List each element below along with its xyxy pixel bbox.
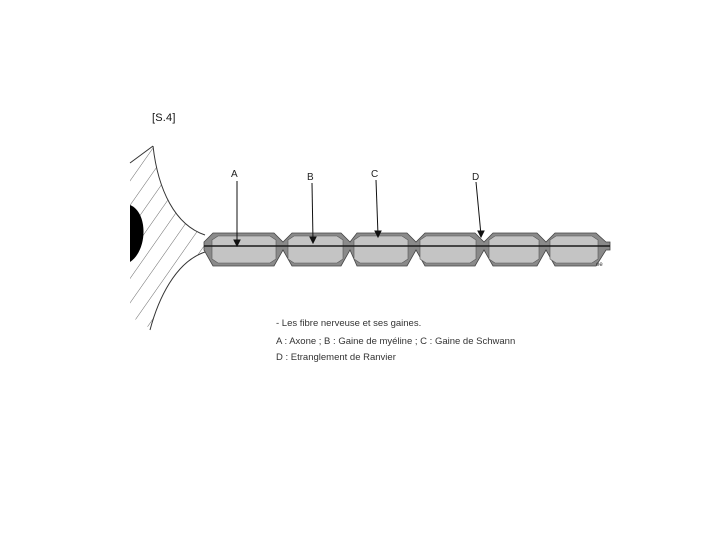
myelin-segment — [354, 236, 408, 263]
caption-legend-2: D : Etranglement de Ranvier — [276, 352, 396, 363]
myelin-segment — [489, 236, 539, 263]
caption-legend-1: A : Axone ; B : Gaine de myéline ; C : G… — [276, 336, 515, 347]
label-b: B — [307, 172, 314, 183]
caption-title: - Les fibre nerveuse et ses gaines. — [276, 318, 421, 329]
myelin-segment — [420, 236, 476, 263]
label-c: C — [371, 169, 378, 180]
myelin-segment — [550, 236, 598, 263]
myelin-segment — [212, 236, 276, 263]
corner-mark: ee — [596, 262, 603, 268]
nerve-fiber — [204, 233, 610, 266]
label-a: A — [231, 169, 238, 180]
myelin-segment — [288, 236, 343, 263]
label-d: D — [472, 172, 479, 183]
cell-body — [125, 140, 215, 340]
